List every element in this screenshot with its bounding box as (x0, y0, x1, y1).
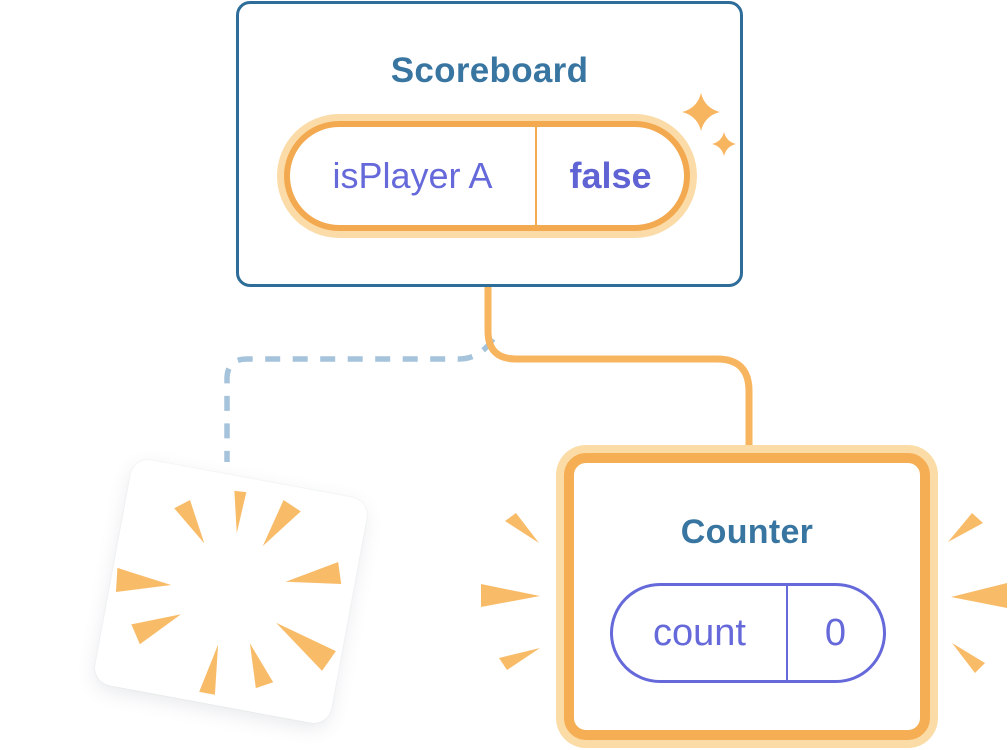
scoreboard-title: Scoreboard (390, 51, 589, 90)
pill-divider (535, 127, 537, 225)
state-value-label: false (569, 155, 652, 196)
connector-dashed-destroyed (224, 337, 496, 462)
connector-solid-active (484, 285, 753, 458)
scoreboard-component-card: Scoreboard isPlayer A false (236, 1, 743, 287)
state-name-label: count (653, 611, 746, 654)
emphasis-rays-left-icon (481, 513, 540, 670)
scoreboard-state-pill: isPlayer A false (284, 121, 690, 231)
destroyed-component-card (92, 457, 370, 726)
counter-title: Counter (680, 513, 814, 551)
poof-burst-icon (115, 490, 342, 695)
counter-state-pill: count 0 (610, 583, 886, 683)
state-value-label: 0 (824, 611, 847, 654)
sparkle-icon (682, 93, 736, 156)
emphasis-rays-right-icon (948, 513, 1007, 673)
pill-divider (786, 586, 788, 680)
counter-component-card: Counter count 0 (564, 453, 930, 740)
state-name-label: isPlayer A (332, 155, 493, 196)
